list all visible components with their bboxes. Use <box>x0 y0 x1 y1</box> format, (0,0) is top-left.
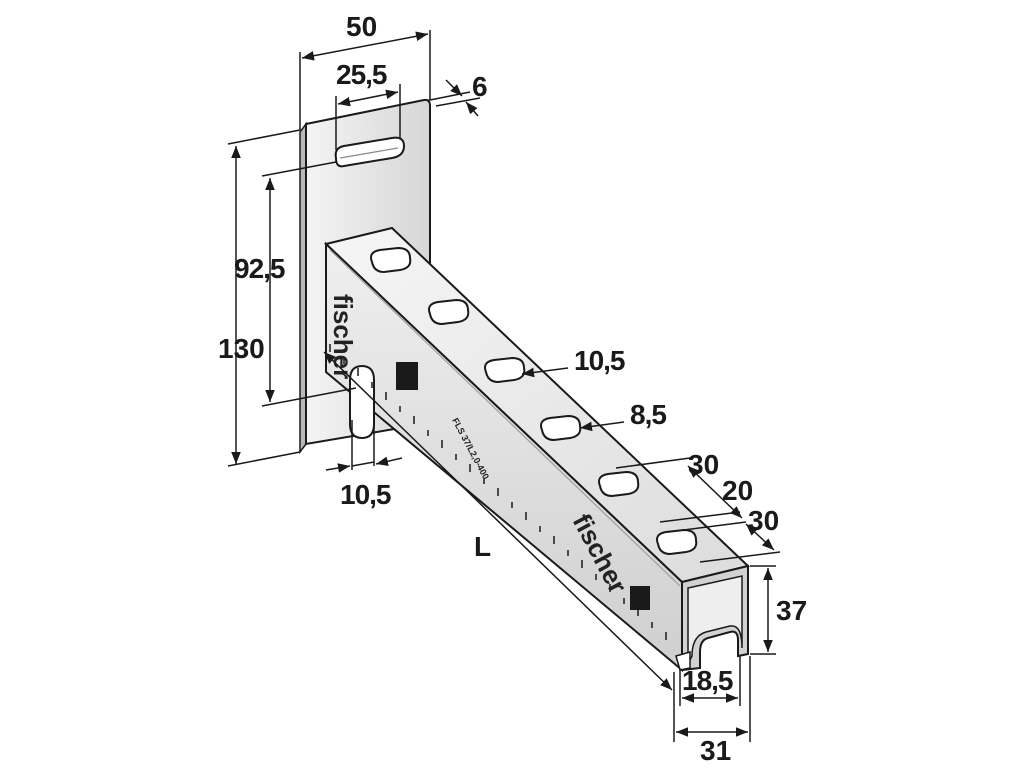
label-length: L <box>474 531 491 562</box>
top-slot-3 <box>484 356 526 384</box>
profile-end <box>675 564 749 672</box>
label-profile-height: 37 <box>776 595 807 626</box>
dim-plate-width <box>301 31 429 61</box>
label-pitch-1: 30 <box>688 449 719 480</box>
dimension-labels: 50 25,5 6 92,5 130 10,5 10,5 8,5 30 20 3… <box>218 11 807 766</box>
label-small-hole: 8,5 <box>630 399 666 430</box>
label-hole-width: 10,5 <box>574 345 625 376</box>
top-slot-5 <box>598 470 640 498</box>
label-slot-opening: 18,5 <box>682 665 733 696</box>
label-slot-length: 25,5 <box>336 59 387 90</box>
label-hole-gap: 20 <box>722 475 753 506</box>
rail-profile: fischer FLS 37/L2,0-400 fischer <box>323 226 751 673</box>
dim-pitch-1 <box>687 465 743 519</box>
dimension-lines <box>227 30 781 742</box>
label-pitch-2: 30 <box>748 505 779 536</box>
label-plate-height: 130 <box>218 333 265 364</box>
top-slot-6 <box>656 528 698 556</box>
label-plate-width: 50 <box>346 11 377 42</box>
dim-length <box>323 351 673 691</box>
plate-top-slot <box>334 136 406 168</box>
top-slot-1 <box>370 246 412 274</box>
top-slot-4 <box>540 414 582 442</box>
top-slot-2 <box>428 298 470 326</box>
label-profile-width: 31 <box>700 735 731 766</box>
brand-logo-2 <box>630 586 650 610</box>
label-plate-thickness: 6 <box>472 71 488 102</box>
label-slot-spacing: 92,5 <box>234 253 285 284</box>
dim-pitch-2 <box>745 523 775 551</box>
label-side-slot-width: 10,5 <box>340 479 391 510</box>
dim-slot-length <box>337 89 399 107</box>
brand-label-1: fischer <box>328 294 358 379</box>
brand-logo-1 <box>396 362 418 390</box>
